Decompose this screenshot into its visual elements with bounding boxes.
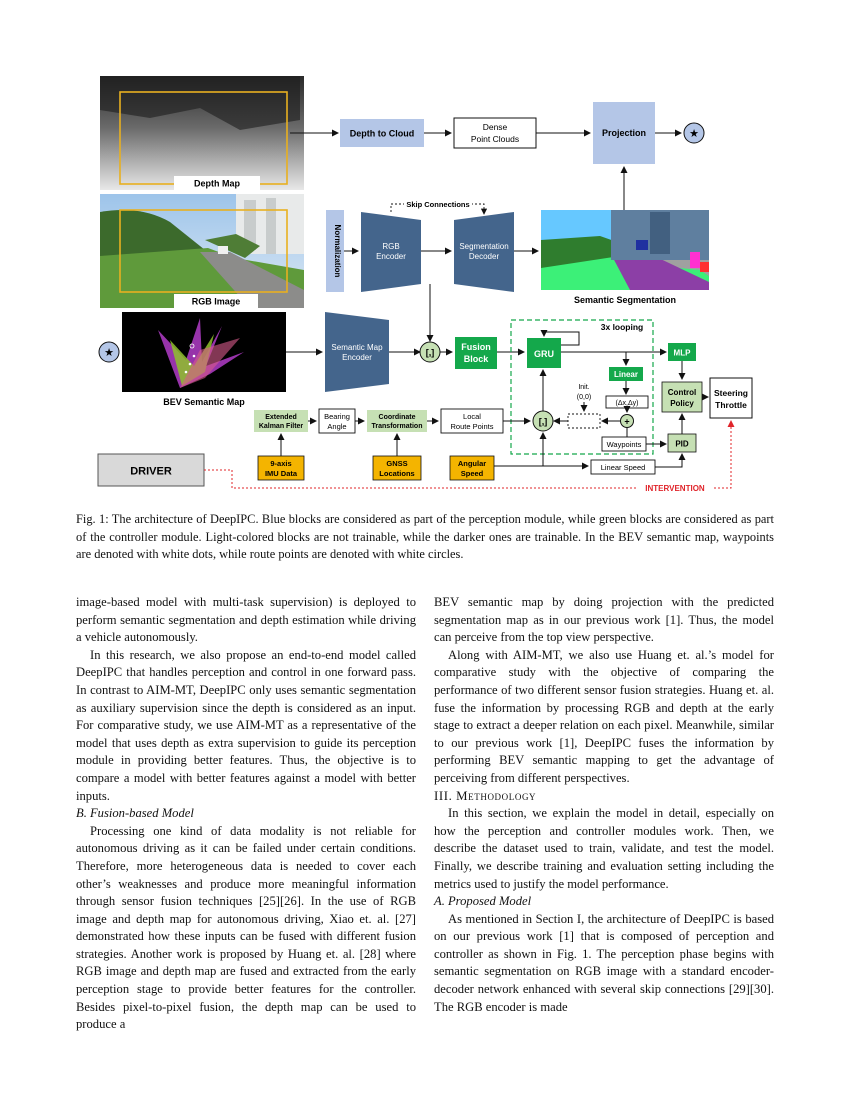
- mlp-block: [668, 343, 696, 361]
- paragraph: Processing one kind of data modality is …: [76, 823, 416, 1032]
- rgb-image-label: RGB Image: [192, 297, 241, 307]
- imu-label-1: 9-axis: [270, 459, 291, 468]
- projection-label: Projection: [602, 128, 646, 138]
- driver-label: DRIVER: [130, 466, 172, 478]
- intervention-label: INTERVENTION: [645, 484, 705, 493]
- depth-map-image: Depth Map: [100, 76, 304, 190]
- semantic-segmentation-label: Semantic Segmentation: [574, 295, 676, 305]
- throttle-label: Throttle: [715, 400, 747, 410]
- paragraph: In this research, we also propose an end…: [76, 647, 416, 803]
- rgb-image: RGB Image: [100, 194, 304, 308]
- projection-block: [593, 102, 655, 164]
- architecture-figure: Depth Map RGB Image BEV Semantic Map: [0, 0, 850, 500]
- linear-block: [609, 367, 643, 381]
- segmentation-decoder-block: [454, 212, 514, 292]
- fusion-block-label-2: Block: [464, 354, 490, 364]
- depth-map-label: Depth Map: [194, 179, 241, 189]
- semantic-map-encoder-block: [325, 312, 389, 392]
- control-policy-label-2: Policy: [670, 399, 694, 408]
- ekf-label-2: Kalman Filter: [259, 423, 304, 430]
- coordinate-transformation-block: [367, 410, 427, 432]
- star-icon-left: ★: [104, 347, 114, 359]
- paragraph: As mentioned in Section I, the architect…: [434, 911, 774, 1014]
- bearing-angle-block: [318, 408, 356, 434]
- imu-data-block: [257, 455, 305, 481]
- delta-label: (Δx,Δy): [616, 400, 639, 407]
- waypoints-label: Waypoints: [607, 440, 642, 449]
- rgb-encoder-label-2: Encoder: [376, 252, 406, 261]
- steering-label: Steering: [714, 388, 748, 398]
- gru-block: [527, 338, 561, 368]
- steering-throttle-block: [709, 377, 753, 419]
- semantic-map-encoder-label-2: Encoder: [342, 353, 372, 362]
- segmentation-decoder-label-2: Decoder: [469, 252, 500, 261]
- star-connector-left: [98, 341, 120, 363]
- angular-label-2: Speed: [461, 469, 484, 478]
- dense-point-clouds-label-2: Point Clouds: [471, 134, 519, 144]
- init-label-2: (0,0): [577, 394, 591, 401]
- driver-block: [97, 453, 205, 487]
- paragraph: Along with AIM-MT, we also use Huang et.…: [434, 647, 774, 785]
- bev-semantic-map-image: BEV Semantic Map: [122, 312, 286, 407]
- rgb-encoder-label-1: RGB: [382, 242, 399, 251]
- imu-label-2: IMU Data: [265, 469, 298, 478]
- gnss-label-2: Locations: [379, 469, 414, 478]
- local-route-label-2: Route Points: [451, 422, 494, 431]
- fusion-block-label-1: Fusion: [461, 342, 491, 352]
- depth-to-cloud-block: [340, 119, 424, 147]
- ekf-block: [254, 410, 308, 432]
- init-label-1: Init.: [578, 384, 589, 391]
- coord-label-1: Coordinate: [379, 414, 416, 421]
- ekf-label-1: Extended: [265, 414, 297, 421]
- pid-label: PID: [675, 440, 689, 449]
- section-heading: III. Methodology: [434, 788, 537, 803]
- plus-node: [620, 414, 634, 428]
- figure-caption: Fig. 1: The architecture of DeepIPC. Blu…: [76, 512, 774, 561]
- subsection-heading: A. Proposed Model: [434, 894, 532, 909]
- mlp-label: MLP: [674, 349, 692, 358]
- linear-label: Linear: [614, 370, 638, 379]
- looping-label: 3x looping: [601, 322, 644, 332]
- skip-connections-label: Skip Connections: [406, 200, 469, 209]
- rgb-encoder-block: [361, 212, 421, 292]
- init-dashed-box: [567, 413, 601, 429]
- dense-point-clouds-label-1: Dense: [483, 122, 508, 132]
- segmentation-decoder-label-1: Segmentation: [459, 242, 508, 251]
- semantic-map-encoder-label-1: Semantic Map: [331, 343, 383, 352]
- control-policy-label-1: Control: [668, 388, 696, 397]
- gnss-label-1: GNSS: [386, 459, 407, 468]
- star-icon-top: ★: [689, 128, 699, 140]
- bev-semantic-map-label: BEV Semantic Map: [163, 397, 245, 407]
- right-column: BEV semantic map by doing projection wit…: [434, 594, 774, 1016]
- looping-region: [510, 319, 654, 455]
- depth-to-cloud-label: Depth to Cloud: [350, 129, 415, 139]
- semantic-segmentation-image: Semantic Segmentation: [541, 210, 709, 305]
- left-column: image-based model with multi-task superv…: [76, 594, 416, 1034]
- normalization-label: Normalization: [333, 225, 342, 278]
- angular-label-1: Angular: [458, 459, 486, 468]
- coord-label-2: Transformation: [372, 423, 423, 430]
- gru-label: GRU: [534, 349, 554, 359]
- concat-label-1: [,]: [426, 348, 435, 358]
- plus-label: +: [624, 417, 629, 427]
- paragraph: image-based model with multi-task superv…: [76, 595, 416, 645]
- bearing-label-2: Angle: [327, 422, 346, 431]
- fusion-block: [455, 337, 497, 369]
- concat-label-2: [,]: [539, 417, 548, 427]
- linear-speed-label: Linear Speed: [601, 463, 646, 472]
- normalization-block: [326, 210, 344, 292]
- star-connector-top: [683, 122, 705, 144]
- paragraph: BEV semantic map by doing projection wit…: [434, 595, 774, 645]
- angular-speed-block: [449, 455, 495, 481]
- paragraph: In this section, we explain the model in…: [434, 806, 774, 891]
- local-route-label-1: Local: [463, 412, 481, 421]
- bearing-label-1: Bearing: [324, 412, 350, 421]
- subsection-heading: B. Fusion-based Model: [76, 806, 194, 821]
- control-policy-block: [661, 381, 703, 413]
